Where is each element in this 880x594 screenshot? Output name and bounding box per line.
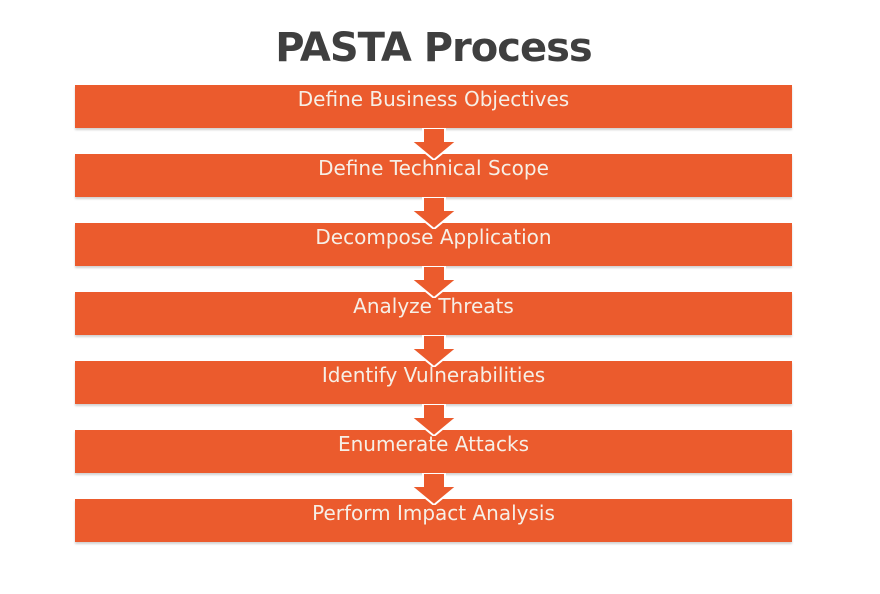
arrow-down-icon bbox=[407, 473, 460, 505]
step-bar: Enumerate Attacks bbox=[75, 430, 792, 473]
process-step-7: Perform Impact Analysis bbox=[75, 499, 792, 542]
step-bar: Analyze Threats bbox=[75, 292, 792, 335]
process-step-3: Decompose Application bbox=[75, 223, 792, 298]
step-bar: Define Business Objectives bbox=[75, 85, 792, 128]
arrow-down-icon bbox=[407, 404, 460, 436]
process-step-6: Enumerate Attacks bbox=[75, 430, 792, 505]
process-step-4: Analyze Threats bbox=[75, 292, 792, 367]
process-step-2: Define Technical Scope bbox=[75, 154, 792, 229]
step-label: Analyze Threats bbox=[353, 294, 514, 318]
arrow-down-icon bbox=[407, 335, 460, 367]
step-label: Enumerate Attacks bbox=[337, 432, 530, 456]
step-label: Decompose Application bbox=[315, 225, 552, 249]
step-label: Perform Impact Analysis bbox=[312, 501, 555, 525]
step-bar: Perform Impact Analysis bbox=[75, 499, 792, 542]
process-flow: Define Business Objectives Define Techni… bbox=[75, 85, 792, 542]
page-title: PASTA Process bbox=[275, 25, 592, 71]
step-label: Define Business Objectives bbox=[297, 87, 570, 111]
arrow-down-icon bbox=[407, 128, 460, 160]
step-label: Define Technical Scope bbox=[318, 156, 549, 180]
step-label: Identify Vulnerabilities bbox=[321, 363, 546, 387]
process-step-5: Identify Vulnerabilities bbox=[75, 361, 792, 436]
arrow-down-icon bbox=[407, 266, 460, 298]
step-bar: Define Technical Scope bbox=[75, 154, 792, 197]
step-bar: Decompose Application bbox=[75, 223, 792, 266]
process-step-1: Define Business Objectives bbox=[75, 85, 792, 160]
step-bar: Identify Vulnerabilities bbox=[75, 361, 792, 404]
arrow-down-icon bbox=[407, 197, 460, 229]
